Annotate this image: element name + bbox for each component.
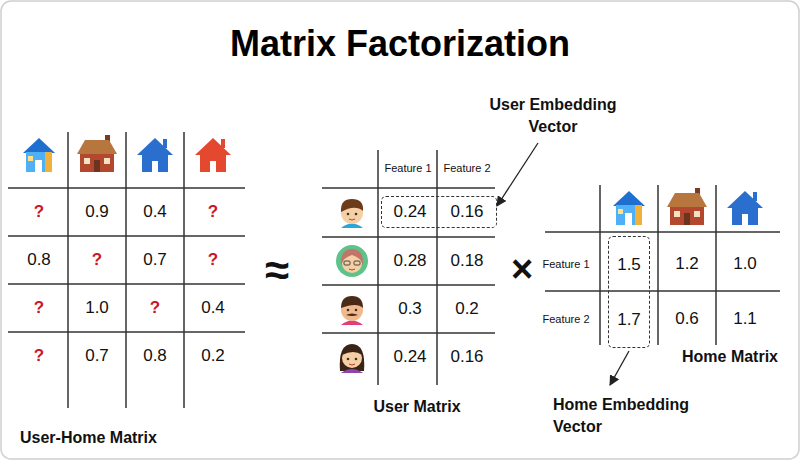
unknown-rating: ?: [208, 249, 218, 272]
multiply-symbol: ×: [511, 244, 533, 295]
rating-cell: 0.7: [143, 249, 167, 272]
leader-arrow: [497, 143, 538, 206]
rating-cell: 1.0: [85, 297, 109, 320]
embedding-value: 0.2: [455, 298, 479, 321]
column-header: Feature 2: [443, 161, 490, 176]
embedding-value: 1.7: [609, 292, 649, 347]
embedding-value: 1.1: [733, 308, 757, 331]
house-icon: [667, 188, 707, 225]
rating-cell: 0.7: [85, 345, 109, 368]
user-avatar: [340, 344, 365, 373]
user-avatar: [336, 245, 368, 277]
unknown-rating: ?: [92, 249, 102, 272]
embedding-value: 0.6: [675, 308, 699, 331]
embedding-value: 0.28: [393, 250, 426, 273]
callout-label: Home Embedding Vector: [553, 394, 703, 437]
user-avatar: [341, 296, 363, 325]
embedding-vector-box: 1.51.7: [608, 236, 650, 348]
rating-cell: 0.4: [143, 201, 167, 224]
rating-cell: 0.4: [201, 297, 225, 320]
rating-cell: 0.8: [27, 249, 51, 272]
user-avatar: [341, 199, 363, 228]
embedding-value: 1.5: [609, 237, 649, 292]
matrix-grid: [322, 150, 495, 385]
rating-cell: 0.2: [201, 345, 225, 368]
embedding-value: 0.16: [450, 346, 483, 369]
embedding-value: 0.16: [439, 197, 496, 227]
matrix-caption: Home Matrix: [682, 346, 778, 368]
unknown-rating: ?: [34, 345, 44, 368]
house-icon: [613, 191, 645, 225]
embedding-value: 1.2: [675, 253, 699, 276]
embedding-value: 0.18: [450, 250, 483, 273]
callout-label: User Embedding Vector: [478, 94, 628, 137]
unknown-rating: ?: [208, 201, 218, 224]
approx-symbol: ≈: [265, 240, 289, 299]
embedding-value: 1.0: [733, 253, 757, 276]
matrix-caption: User Matrix: [373, 396, 460, 418]
house-icon: [195, 138, 231, 172]
house-icon: [77, 135, 117, 172]
rating-cell: 0.8: [143, 345, 167, 368]
unknown-rating: ?: [34, 201, 44, 224]
house-icon: [23, 138, 55, 172]
column-header: Feature 1: [384, 161, 431, 176]
unknown-rating: ?: [150, 297, 160, 320]
embedding-vector-box: 0.240.16: [381, 196, 497, 228]
row-header: Feature 2: [542, 312, 589, 327]
diagram-title: Matrix Factorization: [230, 23, 570, 65]
leader-arrow: [610, 351, 629, 385]
embedding-value: 0.24: [382, 197, 439, 227]
embedding-value: 0.24: [393, 346, 426, 369]
matrix-grid: [8, 132, 245, 408]
row-header: Feature 1: [542, 257, 589, 272]
rating-cell: 0.9: [85, 201, 109, 224]
embedding-value: 0.3: [398, 298, 422, 321]
house-icon: [727, 191, 763, 225]
matrix-caption: User-Home Matrix: [20, 427, 157, 449]
house-icon: [137, 138, 173, 172]
unknown-rating: ?: [34, 297, 44, 320]
